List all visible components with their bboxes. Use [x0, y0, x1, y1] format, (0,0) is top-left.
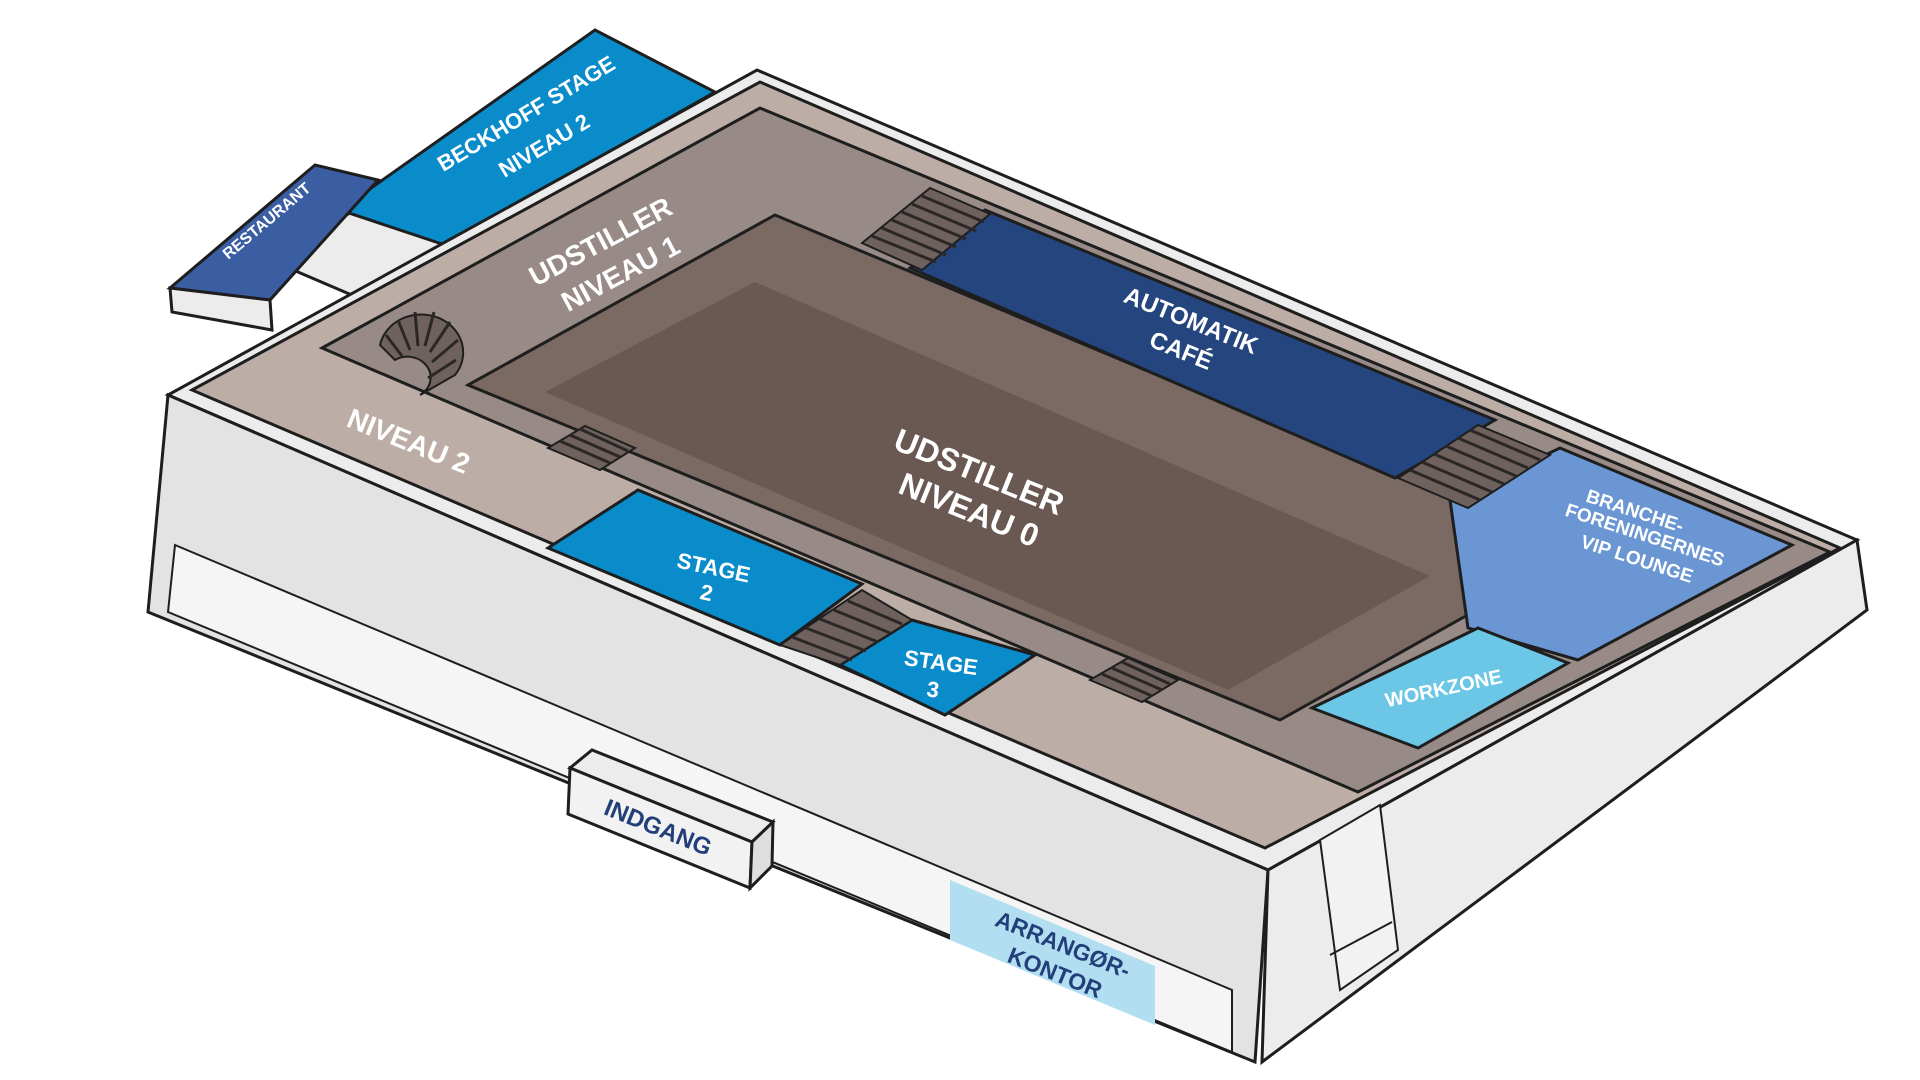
stage-3-label-2: 3 [925, 676, 941, 702]
right-wall [1260, 537, 1869, 1066]
zones: AUTOMATIK CAFÉ BRANCHE- FORENINGERNES VI… [544, 208, 1796, 750]
restaurant-wall [168, 286, 274, 332]
arrangor-kontor-area [950, 880, 1155, 1025]
stairs [378, 186, 1553, 704]
workzone-area[interactable] [1308, 626, 1572, 750]
stage-2-area[interactable] [544, 488, 866, 647]
entrance[interactable]: INDGANG [566, 748, 776, 892]
stair-front-left [545, 424, 638, 472]
stage-2-label-2: 2 [698, 579, 715, 606]
stair-top [860, 186, 992, 272]
entrance-side [748, 818, 775, 892]
udstiller-niveau0-inner [545, 282, 1430, 690]
spiral-staircase [378, 311, 465, 396]
stair-right [1395, 423, 1553, 510]
stair-front-mid [777, 588, 914, 667]
stair-front-right [1087, 656, 1181, 704]
side-door [1318, 803, 1400, 992]
